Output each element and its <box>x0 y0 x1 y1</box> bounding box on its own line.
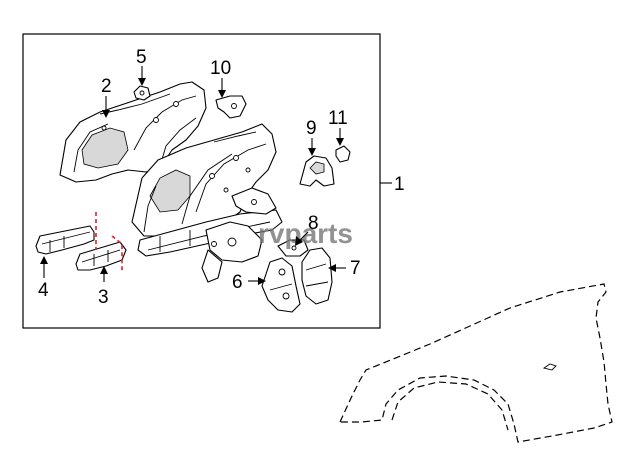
callout-10: 10 <box>210 58 231 79</box>
part-2-wheelhouse-apron <box>59 81 207 183</box>
part-8-bracket <box>277 239 309 257</box>
callout-arrows <box>40 66 392 285</box>
part-5-clip <box>133 85 151 101</box>
callout-5: 5 <box>136 47 147 68</box>
part-7-side-bracket <box>301 247 333 305</box>
callout-3: 3 <box>98 287 109 308</box>
callout-11: 11 <box>328 108 348 129</box>
cut-line-2 <box>111 235 123 272</box>
callout-2: 2 <box>101 76 112 97</box>
fender-reference-outline <box>339 283 613 443</box>
assembly-frame <box>22 33 381 329</box>
part-3-rail-extension <box>75 241 127 271</box>
callout-8: 8 <box>308 213 319 234</box>
part-10-bracket <box>215 95 247 119</box>
callout-9: 9 <box>306 118 317 139</box>
part-1-main-apron-assembly <box>131 123 283 283</box>
part-4-front-rail <box>35 225 95 255</box>
callout-1: 1 <box>394 174 405 195</box>
part-6-lower-bracket <box>261 257 301 313</box>
part-9-mount <box>299 155 335 187</box>
watermark-text: rvparts <box>258 218 353 249</box>
part-11-clip <box>335 145 351 163</box>
callout-7: 7 <box>350 258 361 279</box>
callout-4: 4 <box>38 280 49 301</box>
callout-6: 6 <box>232 272 243 293</box>
